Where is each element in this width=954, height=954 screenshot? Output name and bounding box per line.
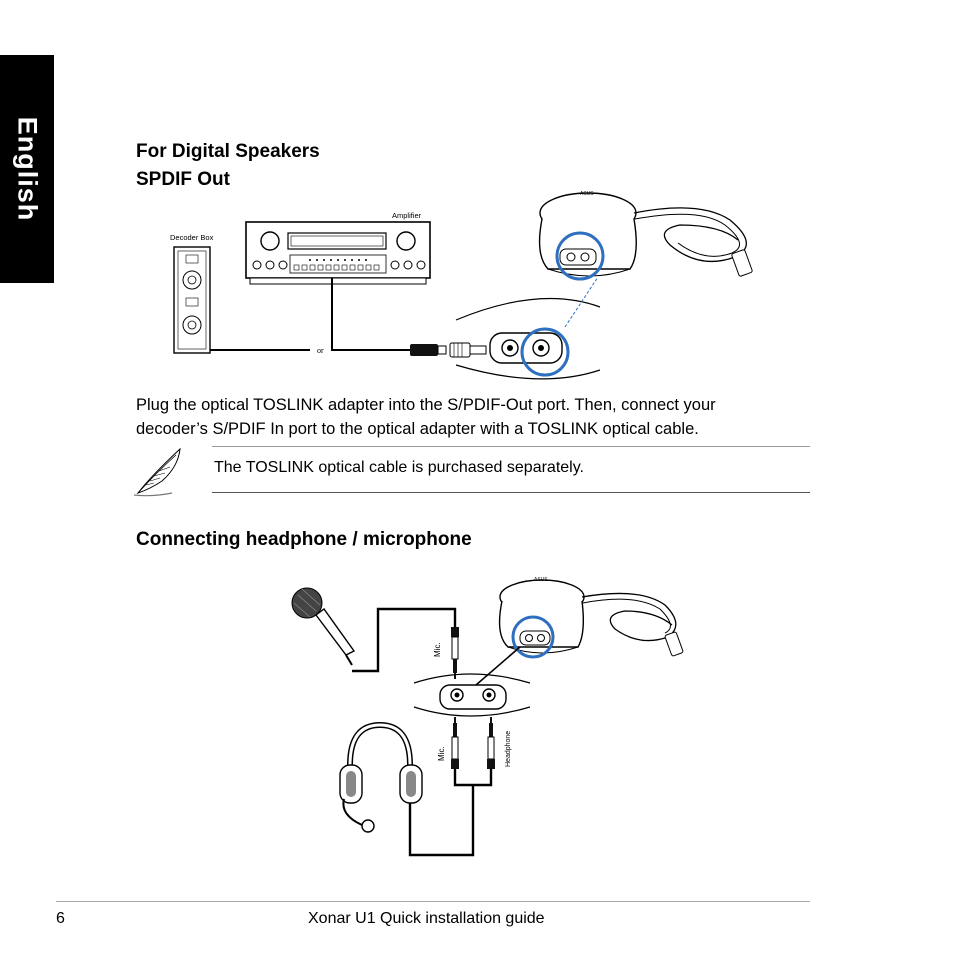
note-text: The TOSLINK optical cable is purchased s… <box>214 459 584 476</box>
mic-label-bottom: Mic. <box>437 746 446 761</box>
xonar-device-illustration-2: ASUS <box>475 577 684 686</box>
mic-plug-bottom <box>451 717 459 769</box>
spdif-connection-diagram: Amplifier Decoder Box <box>170 191 753 380</box>
microphone-illustration <box>291 587 356 666</box>
or-label: or <box>317 346 324 355</box>
spdif-instructions: Plug the optical TOSLINK adapter into th… <box>136 393 816 441</box>
note-divider-bottom <box>212 492 810 493</box>
section-title-headphone-mic: Connecting headphone / microphone <box>136 529 472 550</box>
xonar-device-illustration: ASUS <box>538 191 753 328</box>
language-tab: English <box>0 55 54 283</box>
note-divider-top <box>212 446 810 447</box>
port-closeup <box>455 297 601 380</box>
section-title-digital-speakers: For Digital Speakers <box>136 141 320 162</box>
page-number: 6 <box>56 910 65 927</box>
headset-illustration <box>339 721 423 833</box>
footer-guide-title: Xonar U1 Quick installation guide <box>308 910 545 927</box>
footer-divider <box>56 901 810 902</box>
language-tab-label: English <box>12 116 43 222</box>
device-port-highlight-2 <box>511 615 555 659</box>
spdif-instructions-line2: decoder’s S/PDIF In port to the optical … <box>136 420 699 438</box>
section-subtitle-spdif-out: SPDIF Out <box>136 169 230 190</box>
spdif-port-highlight <box>520 327 570 377</box>
audio-port-closeup <box>413 673 531 717</box>
mic-label-top: Mic. <box>433 642 442 657</box>
amplifier-illustration: Amplifier <box>245 211 431 285</box>
headphone-mic-diagram: Mic. Mic. Headphone <box>291 577 684 857</box>
headphone-plug <box>487 717 495 769</box>
toslink-connector <box>410 342 487 358</box>
decoder-box-illustration: Decoder Box <box>170 233 214 354</box>
spdif-instructions-line1: Plug the optical TOSLINK adapter into th… <box>136 396 716 414</box>
mic-plug-top <box>451 627 459 679</box>
device-logo-2: ASUS <box>534 577 548 583</box>
decoder-box-label: Decoder Box <box>170 233 214 242</box>
amplifier-label: Amplifier <box>392 211 422 220</box>
headphone-label: Headphone <box>505 731 512 767</box>
device-port-highlight <box>555 231 605 281</box>
device-logo-1: ASUS <box>580 191 594 197</box>
feather-pen-icon <box>133 447 181 497</box>
